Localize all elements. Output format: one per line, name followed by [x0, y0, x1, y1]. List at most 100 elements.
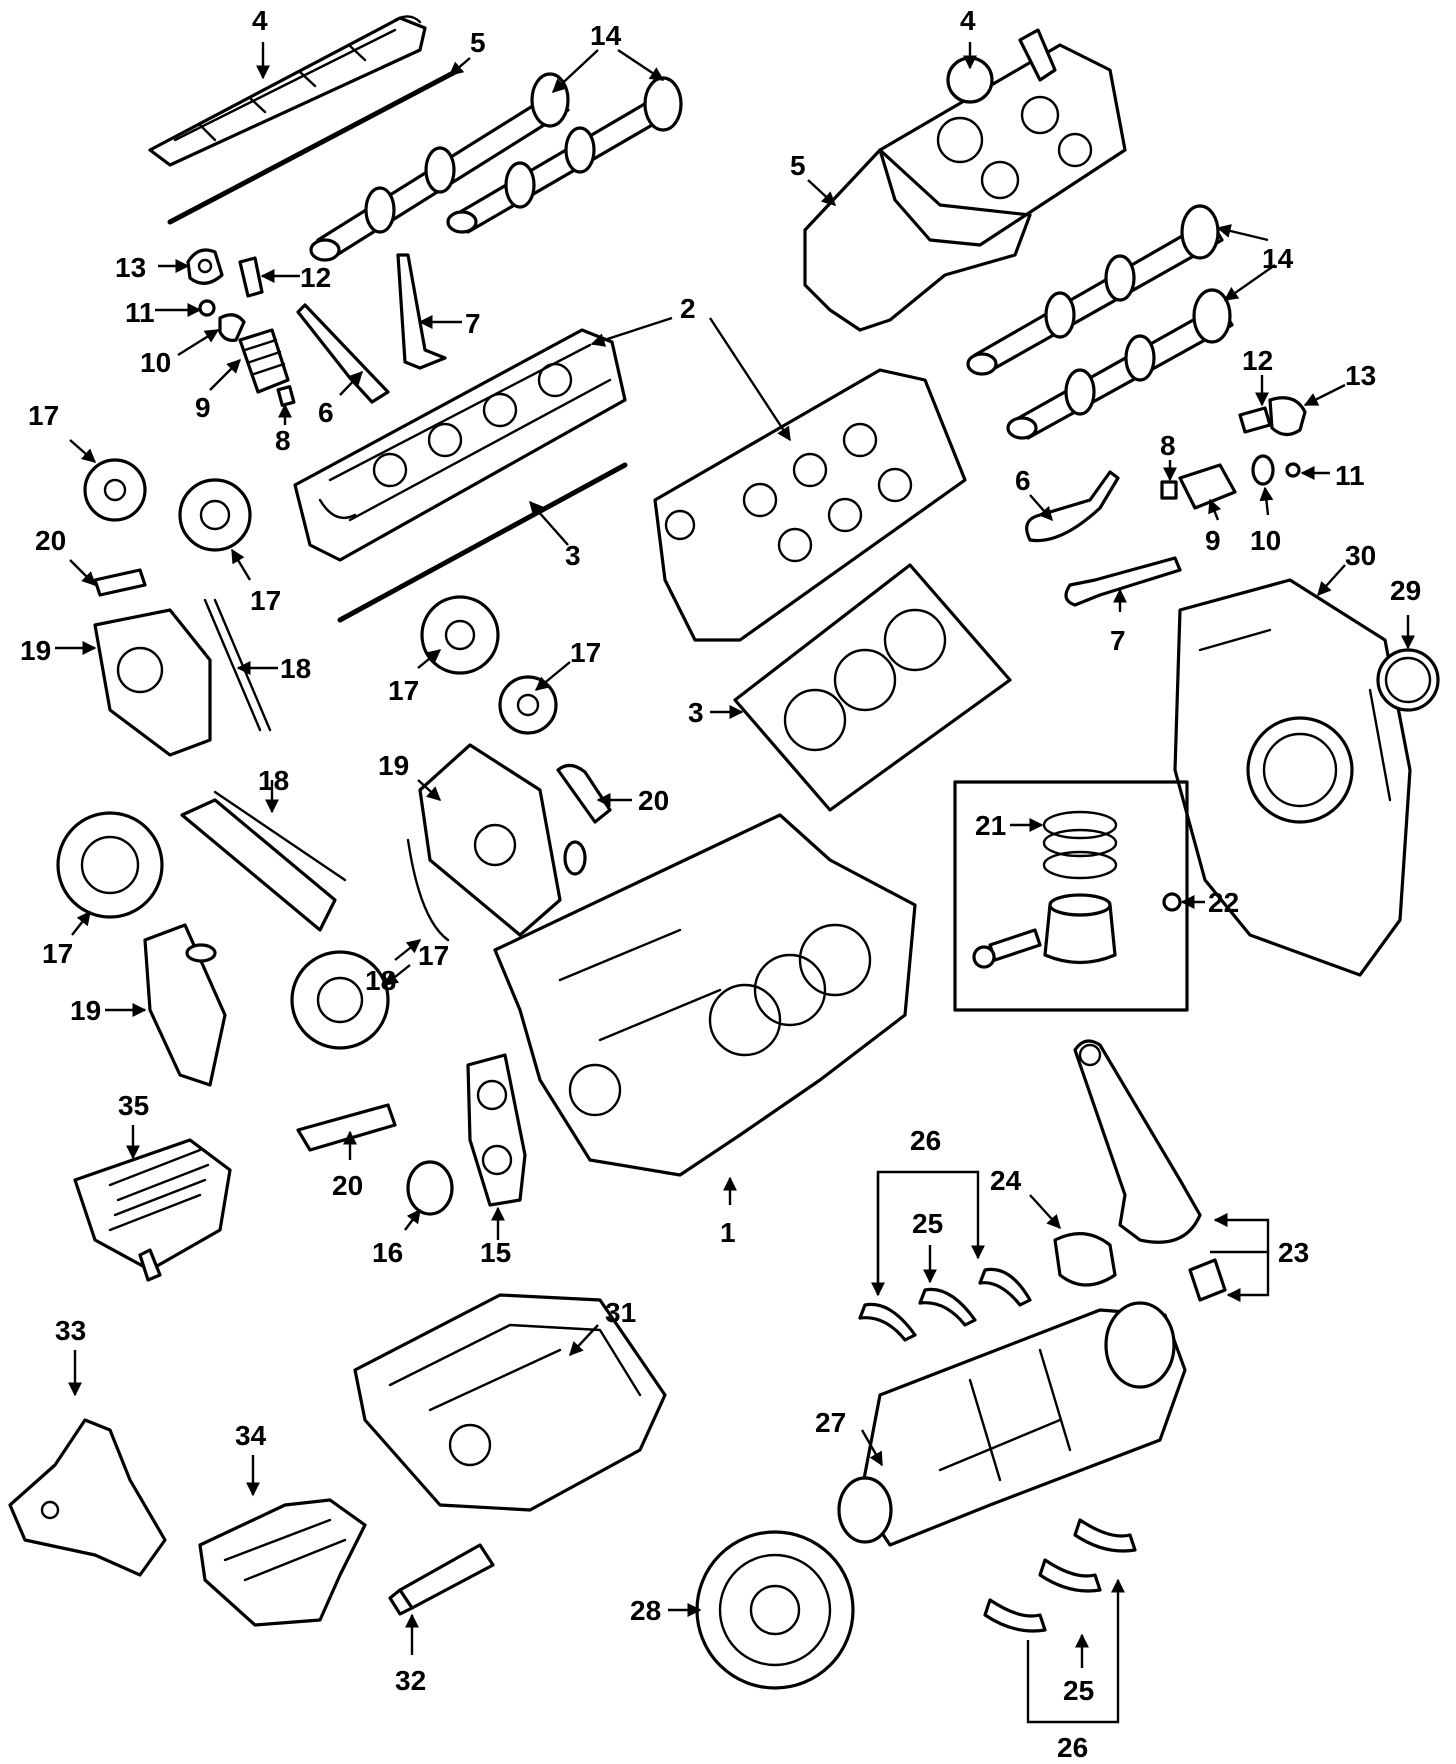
leader-2-right [708, 317, 792, 442]
callout-28: 28 [630, 1595, 661, 1626]
callout-13-left: 13 [115, 252, 146, 283]
callout-20-a: 20 [35, 525, 66, 556]
engine-bracket [8, 1418, 167, 1577]
callout-6-right: 6 [1015, 465, 1031, 496]
callout-20-c: 20 [332, 1170, 363, 1201]
callout-5-right: 5 [790, 150, 806, 181]
leader-17-a [69, 439, 97, 463]
callout-17-c: 17 [388, 675, 419, 706]
callout-5-left: 5 [470, 27, 486, 58]
right-valve-cover [878, 28, 1127, 247]
callout-16: 16 [372, 1237, 403, 1268]
callout-6-left: 6 [318, 397, 334, 428]
right-valve-hardware [1025, 396, 1307, 607]
callout-4-left: 4 [252, 5, 268, 36]
left-head-gasket [337, 462, 628, 623]
leader-3-left [529, 500, 569, 546]
lower-left-sprockets [56, 811, 390, 1050]
leader-17-f [383, 964, 411, 986]
left-cylinder-head [293, 328, 627, 562]
callout-24: 24 [990, 1165, 1022, 1196]
callout-26-bottom: 26 [1057, 1732, 1088, 1763]
middle-sprockets [420, 595, 558, 735]
callout-18-b: 18 [258, 765, 289, 796]
leader-31 [569, 1324, 599, 1357]
thrust-bearing [1053, 1232, 1117, 1287]
callout-12-left: 12 [300, 262, 331, 293]
callout-14-left: 14 [590, 20, 622, 51]
leader-5-right [807, 179, 837, 206]
callout-35: 35 [118, 1090, 149, 1121]
leader-16 [404, 1208, 421, 1231]
callout-18-a: 18 [280, 653, 311, 684]
right-valve-cover-gasket [803, 148, 1032, 332]
callout-8-left: 8 [275, 425, 291, 456]
callout-19-b: 19 [378, 750, 409, 781]
leader-6-left [339, 370, 363, 396]
right-camshafts [966, 204, 1234, 440]
leader-6-right [1029, 494, 1053, 522]
timing-chain-guides [180, 790, 450, 942]
upper-bearing-shells [858, 1267, 1032, 1342]
leader-18-c [394, 939, 422, 961]
callout-15: 15 [480, 1237, 511, 1268]
left-valve-cover-gasket [167, 69, 458, 225]
left-valves [296, 253, 447, 404]
leader-10-right [1259, 486, 1274, 516]
callout-17-e: 17 [42, 938, 73, 969]
callout-31: 31 [605, 1297, 636, 1328]
leader-5-left [448, 57, 471, 76]
leader-14-right-b [1223, 264, 1276, 301]
right-head-gasket [733, 563, 1012, 812]
leader-17-d [534, 661, 571, 691]
lower-bearing-shells [983, 1518, 1137, 1633]
part-drawings [8, 15, 1440, 1690]
callout-13-right: 13 [1345, 360, 1376, 391]
callout-11-right: 11 [1335, 460, 1365, 491]
callout-18-c: 18 [365, 965, 396, 996]
leader-9-left [209, 359, 241, 391]
leader-2-left [590, 316, 673, 347]
timing-covers [143, 743, 587, 1087]
right-cylinder-head [653, 368, 967, 642]
rear-main-seal [1376, 648, 1440, 712]
leader-17-e [71, 910, 91, 936]
callout-32: 32 [395, 1665, 426, 1696]
leader-9-right [1208, 498, 1222, 521]
engine-block [493, 813, 917, 1177]
callout-29: 29 [1390, 575, 1421, 606]
sealant-tube [388, 1543, 495, 1616]
callout-7-right: 7 [1110, 625, 1126, 656]
callout-11-left: 11 [125, 297, 155, 328]
callout-14-right: 14 [1262, 243, 1294, 274]
left-timing-parts [83, 458, 272, 757]
oil-cooler [73, 1138, 232, 1282]
callout-2-left: 2 [680, 293, 696, 324]
callout-9-left: 9 [195, 392, 211, 423]
oil-pan [353, 1293, 667, 1512]
rear-engine-cover [1173, 578, 1412, 977]
left-valve-cover [148, 15, 427, 167]
callout-12-right: 12 [1242, 345, 1273, 376]
callout-25-top: 25 [912, 1208, 943, 1239]
callout-27: 27 [815, 1407, 846, 1438]
callout-19-c: 19 [70, 995, 101, 1026]
left-valve-hardware [186, 248, 296, 407]
connecting-rod [1073, 1039, 1227, 1302]
leader-20-a [69, 559, 96, 586]
callout-33: 33 [55, 1315, 86, 1346]
leader-14-left-b [617, 49, 665, 81]
left-camshafts [309, 72, 683, 262]
callout-3-left: 3 [565, 540, 581, 571]
leader-10-left [177, 328, 220, 357]
leader-26-bottom [1026, 1578, 1125, 1724]
leader-27 [860, 1429, 884, 1467]
callout-34: 34 [235, 1420, 267, 1451]
callout-30: 30 [1345, 540, 1376, 571]
callout-23: 23 [1278, 1237, 1309, 1268]
leader-23 [1210, 1250, 1270, 1302]
leader-17-c [417, 649, 442, 669]
callout-10-right: 10 [1250, 525, 1281, 556]
leader-14-left [551, 49, 599, 93]
